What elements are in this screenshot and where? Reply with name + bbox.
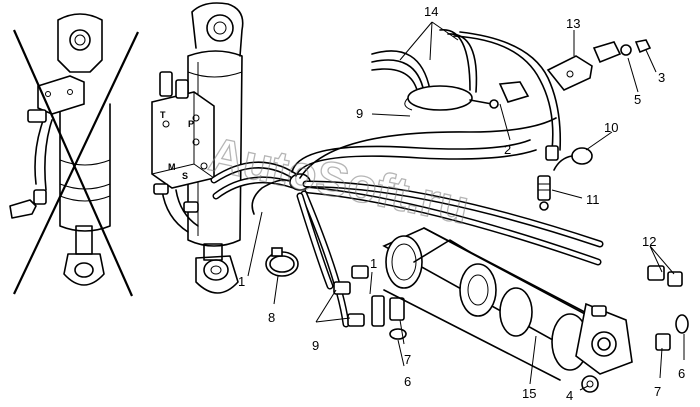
clamp-bracket — [546, 55, 593, 91]
callout-3: 3 — [658, 70, 665, 85]
cross-out-line-b — [13, 31, 139, 295]
obsolete-cylinder-crossed-out — [9, 13, 139, 297]
callout-5: 5 — [634, 92, 641, 107]
clamp-plate — [592, 41, 622, 64]
callout-6-center: 6 — [404, 374, 411, 389]
clamp-hardware-set — [546, 39, 652, 91]
callout-9-top: 9 — [356, 106, 363, 121]
fitting-7 — [389, 297, 405, 321]
callout-labels: 14 13 3 5 9 2 10 11 12 1 8 1 9 7 6 15 4 … — [238, 4, 685, 403]
steering-cylinder — [382, 227, 633, 381]
protective-cap — [553, 147, 593, 171]
callout-14: 14 — [424, 4, 438, 19]
callout-11: 11 — [586, 192, 600, 207]
port-label-s: S — [182, 171, 188, 181]
callout-2: 2 — [504, 142, 511, 157]
hose-clamp-band — [407, 85, 473, 111]
callout-13: 13 — [566, 16, 580, 31]
hose-fittings-lower — [333, 265, 407, 340]
callout-7-right: 7 — [654, 384, 661, 399]
port-label-p: P — [188, 119, 194, 129]
hydraulic-control-valve: T P M S — [151, 71, 215, 233]
hose-clip — [265, 247, 299, 277]
callout-4: 4 — [566, 388, 573, 403]
port-label-m: M — [168, 162, 176, 172]
nut — [634, 39, 652, 54]
seal-ring-6 — [389, 328, 407, 340]
callout-10: 10 — [604, 120, 618, 135]
callout-leaders — [247, 21, 685, 391]
watermark-text: AutoSoft.ru — [204, 128, 473, 235]
grease-nipple — [537, 175, 551, 211]
callout-1-left: 1 — [238, 274, 245, 289]
hose-end-fitting — [545, 145, 559, 161]
callout-1-center: 1 — [370, 256, 377, 271]
callout-7-center: 7 — [404, 352, 411, 367]
cross-out-line-a — [12, 29, 134, 297]
callout-9-bottom: 9 — [312, 338, 319, 353]
callout-8: 8 — [268, 310, 275, 325]
hydraulic-hose-bundle — [210, 29, 604, 328]
port-label-t: T — [160, 110, 166, 120]
union-fittings-right — [581, 265, 689, 393]
callout-15: 15 — [522, 386, 536, 401]
lift-cylinder-assembly — [187, 2, 244, 294]
washer — [620, 44, 632, 56]
callout-6-right: 6 — [678, 366, 685, 381]
callout-12: 12 — [642, 234, 656, 249]
